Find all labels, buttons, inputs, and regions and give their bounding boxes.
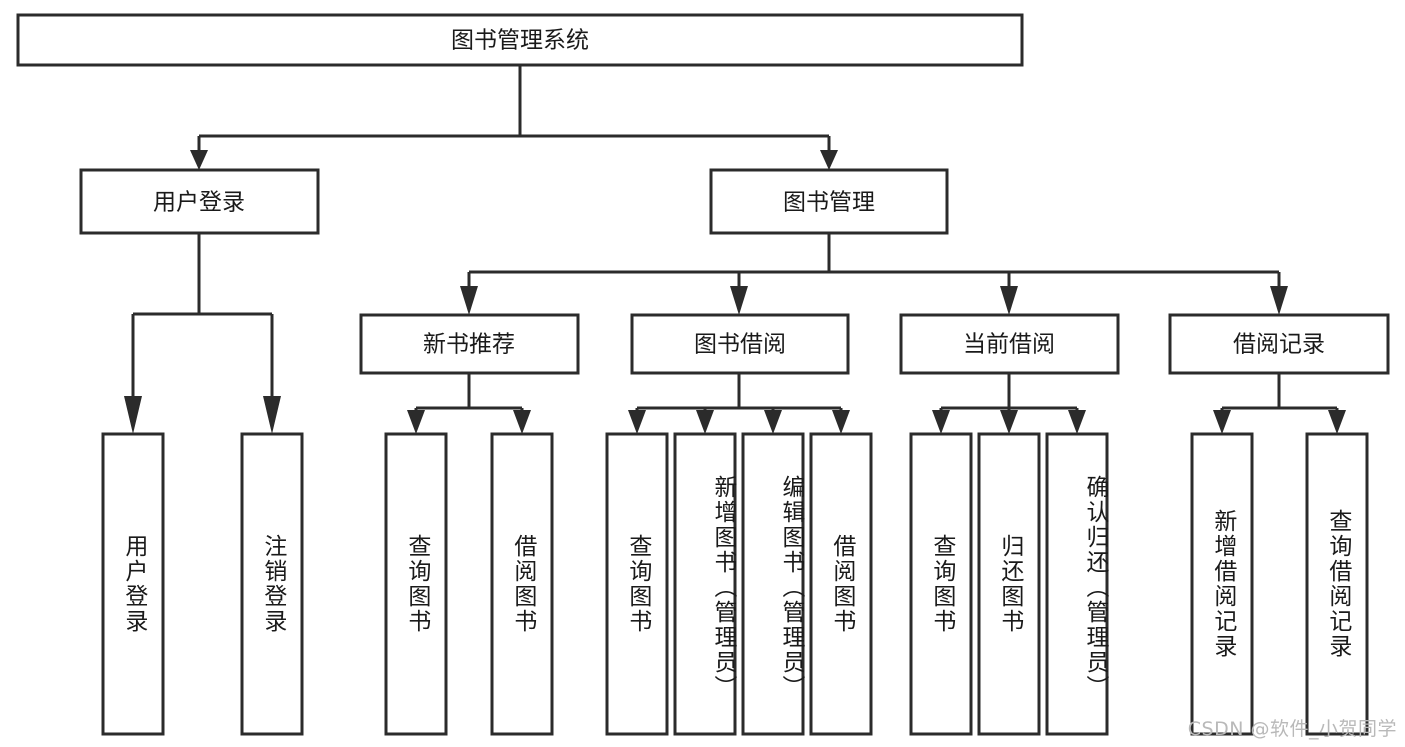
node-user-login-box[interactable] bbox=[79, 168, 320, 235]
leaf-box-borrow-record-2[interactable] bbox=[1305, 432, 1369, 736]
connector-group-current-borrow bbox=[932, 373, 1086, 434]
node-current-borrow-label: 当前借阅 bbox=[963, 332, 1055, 358]
leaf-box-new-book-2[interactable] bbox=[490, 432, 554, 736]
node-current-borrow[interactable]: 当前借阅 bbox=[899, 313, 1120, 375]
arrow-head-userlogin-2 bbox=[263, 396, 281, 434]
leaf-box-book-borrow-2[interactable] bbox=[673, 432, 737, 736]
leaf-box-book-borrow-1[interactable] bbox=[605, 432, 669, 736]
leaf-box-user-login-1[interactable] bbox=[101, 432, 165, 736]
arrow-head-bookmanage-1 bbox=[460, 286, 478, 315]
node-current-borrow-box[interactable] bbox=[899, 313, 1120, 375]
leaf-box-book-borrow-3[interactable] bbox=[741, 432, 805, 736]
node-new-book-rec[interactable]: 新书推荐 bbox=[359, 313, 580, 375]
arrow-head-newbook-1 bbox=[407, 410, 425, 434]
leaf-box-new-book-1[interactable] bbox=[384, 432, 448, 736]
arrow-head-bookborrow-2 bbox=[696, 410, 714, 434]
node-root[interactable]: 图书管理系统 bbox=[16, 13, 1024, 67]
arrow-head-bookborrow-3 bbox=[764, 410, 782, 434]
arrow-head-currentborrow-1 bbox=[932, 410, 950, 434]
leaf-box-user-login-2[interactable] bbox=[240, 432, 304, 736]
node-borrow-record-label: 借阅记录 bbox=[1233, 332, 1325, 358]
node-borrow-record[interactable]: 借阅记录 bbox=[1168, 313, 1390, 375]
node-book-manage-box[interactable] bbox=[709, 168, 949, 235]
node-book-borrow[interactable]: 图书借阅 bbox=[630, 313, 850, 375]
leaf-box-borrow-record-1[interactable] bbox=[1190, 432, 1254, 736]
node-user-login[interactable]: 用户登录 bbox=[79, 168, 320, 235]
watermark-text: CSDN @软件_小贺同学 bbox=[1187, 718, 1397, 740]
node-user-login-label: 用户登录 bbox=[153, 190, 245, 216]
arrow-head-bookmanage-3 bbox=[1000, 286, 1018, 315]
connector-group-root bbox=[190, 65, 838, 170]
arrow-head-userlogin-1 bbox=[124, 396, 142, 434]
node-root-box[interactable] bbox=[16, 13, 1024, 67]
arrow-head-bookborrow-1 bbox=[628, 410, 646, 434]
node-new-book-rec-label: 新书推荐 bbox=[423, 332, 515, 358]
arrow-head-borrowrecord-1 bbox=[1213, 410, 1231, 434]
node-new-book-rec-box[interactable] bbox=[359, 313, 580, 375]
node-book-borrow-label: 图书借阅 bbox=[694, 332, 786, 358]
leaf-box-current-borrow-3[interactable] bbox=[1045, 432, 1109, 736]
arrow-head-root-1 bbox=[190, 150, 208, 170]
connector-group-borrow-record bbox=[1213, 373, 1346, 434]
node-book-manage-label: 图书管理 bbox=[783, 190, 875, 216]
leaf-box-current-borrow-1[interactable] bbox=[909, 432, 973, 736]
arrow-head-borrowrecord-2 bbox=[1328, 410, 1346, 434]
node-borrow-record-box[interactable] bbox=[1168, 313, 1390, 375]
arrow-head-newbook-2 bbox=[513, 410, 531, 434]
leaf-box-current-borrow-2[interactable] bbox=[977, 432, 1041, 736]
arrow-head-bookborrow-4 bbox=[832, 410, 850, 434]
connector-group-new-book bbox=[407, 373, 531, 434]
node-root-label: 图书管理系统 bbox=[451, 28, 589, 54]
arrow-head-bookmanage-4 bbox=[1270, 286, 1288, 315]
leaf-box-book-borrow-4[interactable] bbox=[809, 432, 873, 736]
arrow-head-root-2 bbox=[820, 150, 838, 170]
arrow-head-bookmanage-2 bbox=[730, 286, 748, 315]
arrow-head-currentborrow-3 bbox=[1068, 410, 1086, 434]
connector-group-book-manage bbox=[460, 233, 1288, 315]
connector-group-user-login bbox=[124, 233, 281, 434]
arrow-head-currentborrow-2 bbox=[1000, 410, 1018, 434]
node-book-borrow-box[interactable] bbox=[630, 313, 850, 375]
connector-group-book-borrow bbox=[628, 373, 850, 434]
node-book-manage[interactable]: 图书管理 bbox=[709, 168, 949, 235]
